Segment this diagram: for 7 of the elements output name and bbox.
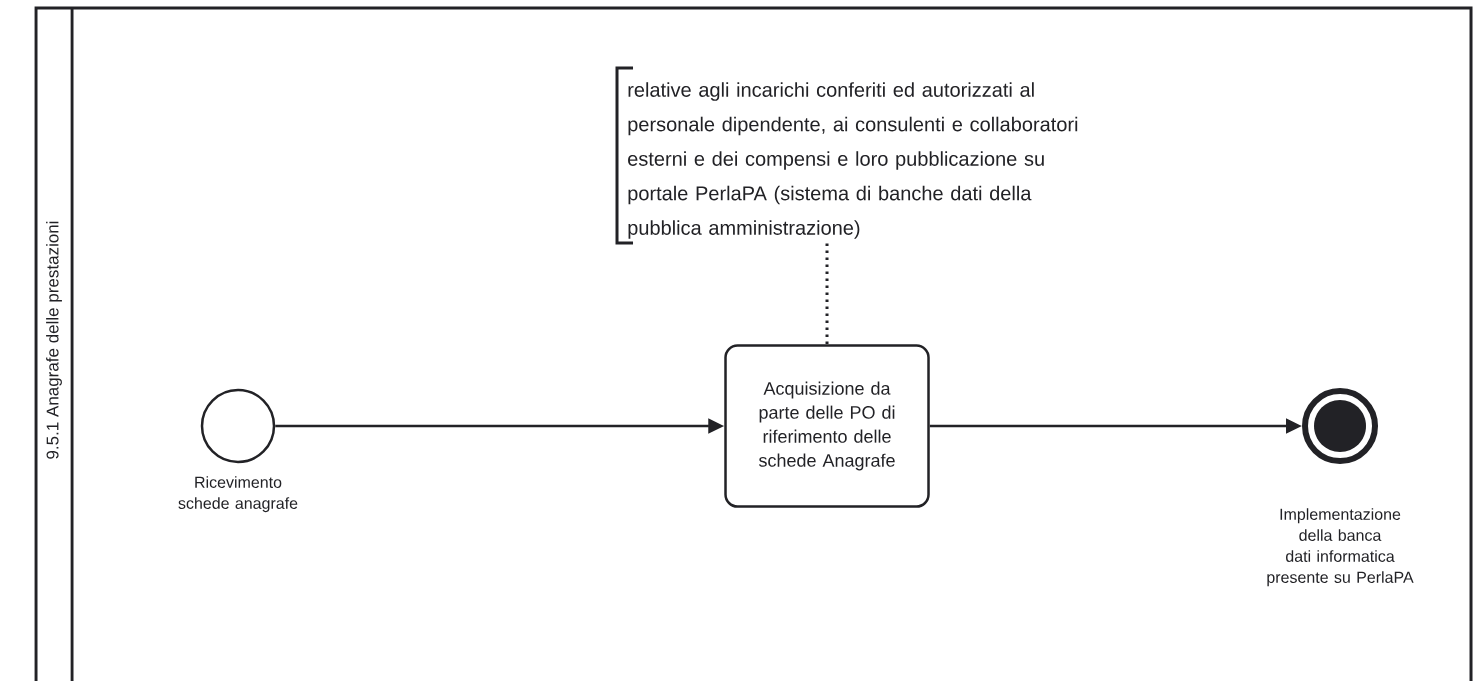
- annotation: relative agli incarichi conferiti ed autorizzati al personale dipendente, ai consulenti e collaboratori esterni e dei compensi e loro pubblicazione su portale PerlaPA (sistema di banche dati della pubblica amministrazione): [615, 66, 1078, 245]
- association-line: [825, 243, 829, 345]
- event-label: Implementazione della banca dati informatica presente su PerlaPA: [1267, 508, 1414, 587]
- start-event-circle: [200, 388, 276, 464]
- task-box: Acquisizione da parte delle PO di riferimento delle schede Anagrafe: [724, 344, 930, 508]
- end-event-circle: [1302, 388, 1378, 464]
- event-label: Ricevimento schede anagrafe: [178, 476, 298, 513]
